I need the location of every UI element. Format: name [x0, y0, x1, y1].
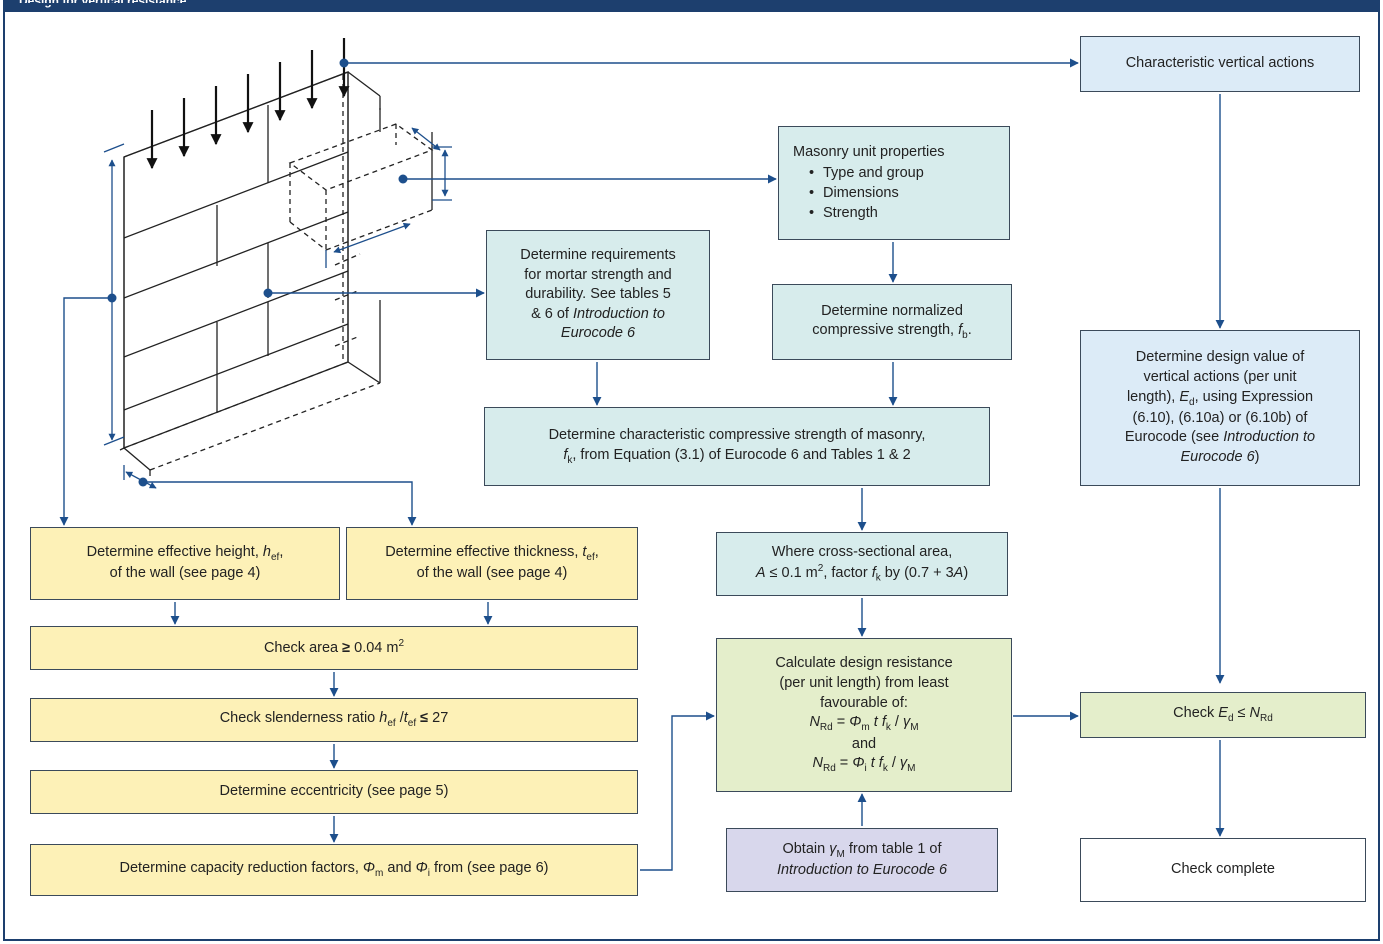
node-normalized-strength: Determine normalized compressive strengt… [772, 284, 1012, 360]
list-item: Type and group [793, 164, 924, 184]
node-eccentricity: Determine eccentricity (see page 5) [30, 770, 638, 814]
node-design-resistance: Calculate design resistance (per unit le… [716, 638, 1012, 792]
list-item: Strength [793, 204, 924, 224]
equation-1: NRd = Φm t fk / γM [809, 714, 919, 734]
node-characteristic-strength: Determine characteristic compressive str… [484, 407, 990, 486]
node-slenderness: Check slenderness ratio hef /tef ≤ 27 [30, 698, 638, 742]
node-gamma-m: Obtain γM from table 1 of Introduction t… [726, 828, 998, 892]
node-capacity-reduction: Determine capacity reduction factors, Φm… [30, 844, 638, 896]
node-check-complete: Check complete [1080, 838, 1366, 902]
node-design-value: Determine design value of vertical actio… [1080, 330, 1360, 486]
node-masonry-unit-properties: Masonry unit properties Type and group D… [778, 126, 1010, 240]
node-effective-thickness: Determine effective thickness, tef, of t… [346, 527, 638, 600]
node-check-area: Check area ≥ 0.04 m2 [30, 626, 638, 670]
node-mortar-requirements: Determine requirements for mortar streng… [486, 230, 710, 360]
diagram-frame [3, 3, 1380, 941]
connectors [59, 58, 1225, 871]
node-check-ed: Check Ed ≤ NRd [1080, 692, 1366, 738]
node-area-factor: Where cross-sectional area, A ≤ 0.1 m2, … [716, 532, 1008, 596]
masonry-wall-illustration [119, 71, 434, 476]
equation-2: NRd = Φi t fk / γM [812, 755, 916, 775]
node-effective-height: Determine effective height, hef, of the … [30, 527, 340, 600]
list-item: Dimensions [793, 184, 924, 204]
node-characteristic-vertical-actions: Characteristic vertical actions [1080, 36, 1360, 92]
unit-properties-list: Type and group Dimensions Strength [793, 164, 924, 223]
